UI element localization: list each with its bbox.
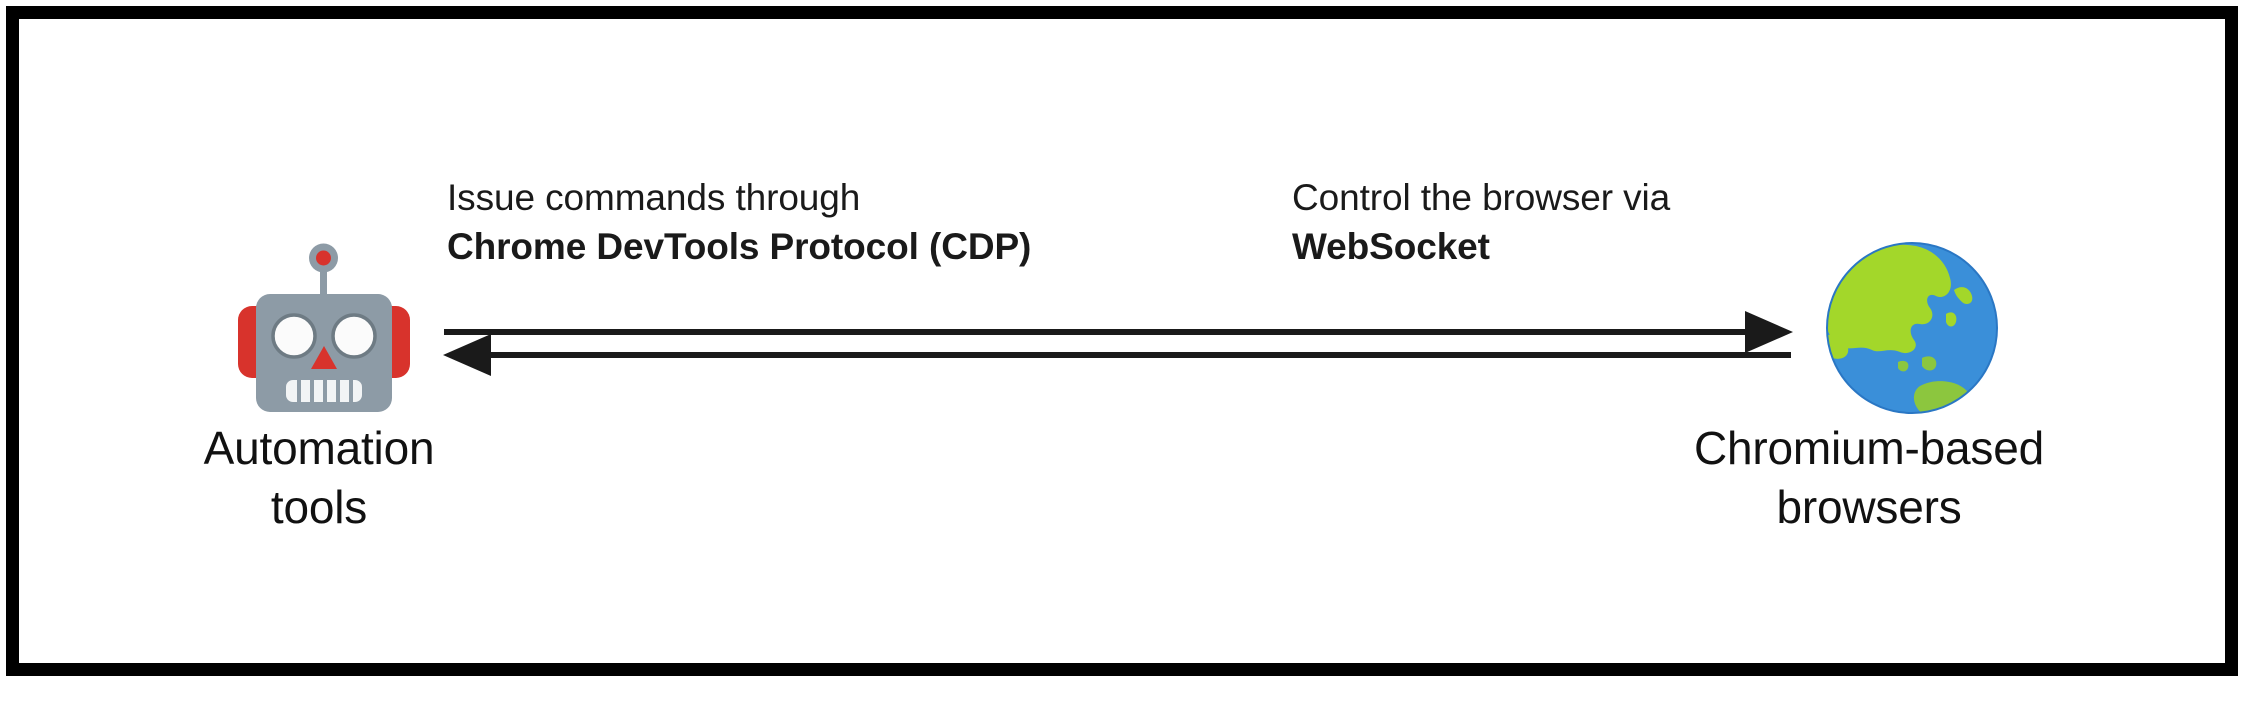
edge-label-websocket-line-2: WebSocket <box>1292 225 1490 267</box>
arrow-cdp-left-to-right <box>444 311 1793 353</box>
robot-icon <box>234 234 414 414</box>
node-chromium-browsers: Chromium-based browsers <box>1629 234 2109 564</box>
edge-label-cdp-line-1: Issue commands through <box>447 177 861 218</box>
node-label-chromium-browsers: Chromium-based browsers <box>1694 422 2044 533</box>
edge-label-websocket-line-1: Control the browser via <box>1292 177 1671 218</box>
edge-label-cdp-line-2: Chrome DevTools Protocol (CDP) <box>447 225 1032 267</box>
diagram-canvas: Automation tools <box>6 6 2238 676</box>
node-label-automation-tools: Automation tools <box>203 422 435 533</box>
globe-icon <box>1824 240 2000 416</box>
node-automation-tools: Automation tools <box>119 234 519 564</box>
edge-label-cdp: Issue commands through Chrome DevTools P… <box>447 174 1031 272</box>
edge-label-websocket: Control the browser via WebSocket <box>1292 174 1670 272</box>
arrow-websocket-right-to-left <box>443 334 1791 376</box>
diagram-frame: Automation tools <box>6 6 2238 676</box>
